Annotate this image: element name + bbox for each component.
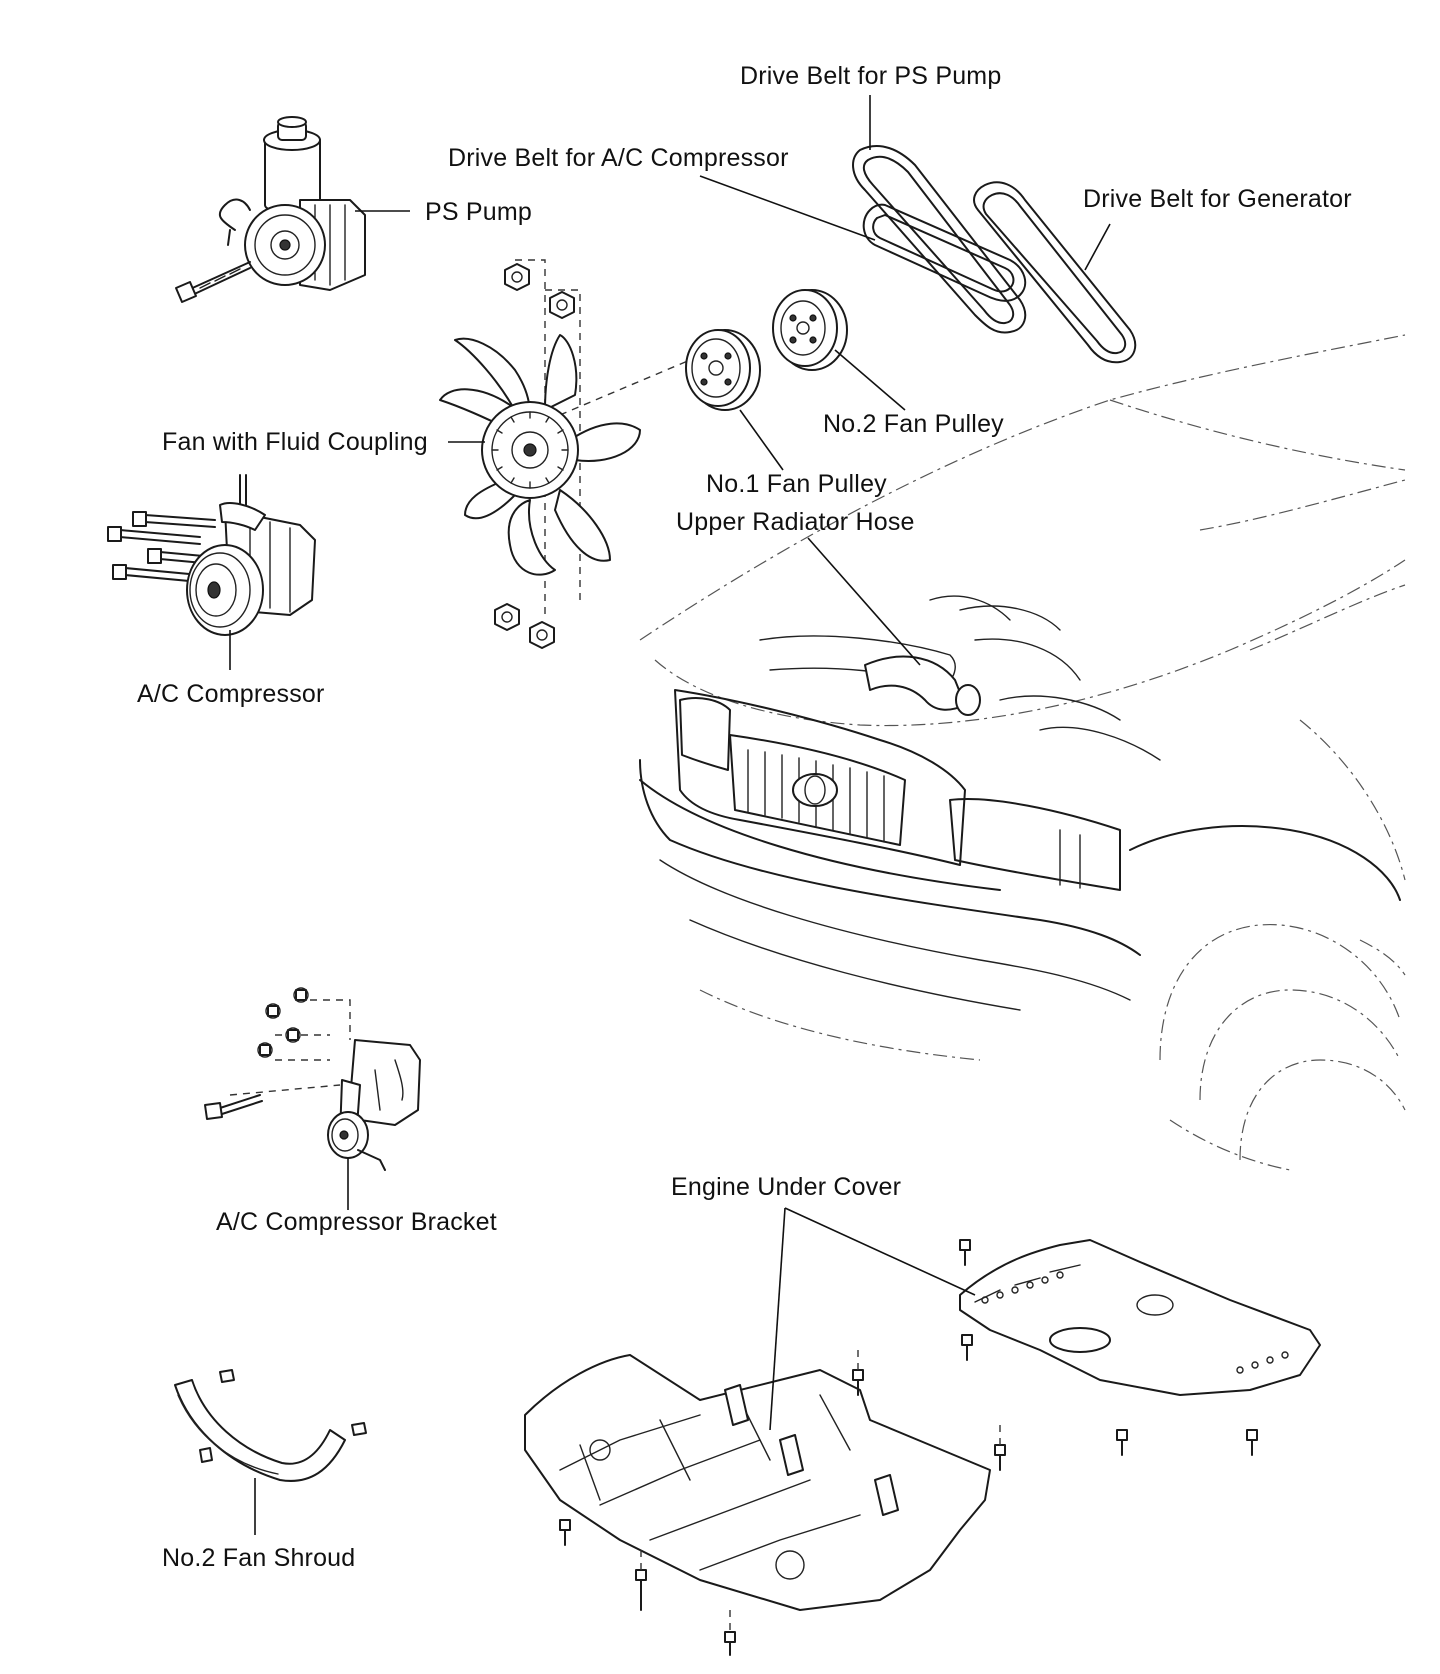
label-ac-compressor: A/C Compressor	[137, 680, 325, 708]
label-drive-belt-ps-pump: Drive Belt for PS Pump	[740, 62, 1002, 90]
label-no1-fan-pulley: No.1 Fan Pulley	[706, 470, 887, 498]
label-ps-pump: PS Pump	[425, 198, 533, 226]
ac-compressor-bracket-illustration	[204, 987, 421, 1171]
label-drive-belt-ac-compressor: Drive Belt for A/C Compressor	[448, 144, 789, 172]
label-no2-fan-pulley: No.2 Fan Pulley	[823, 410, 1004, 438]
fan-illustration	[439, 259, 691, 649]
label-upper-radiator-hose: Upper Radiator Hose	[676, 508, 915, 536]
engine-under-cover-illustration	[524, 1239, 1321, 1656]
label-fan-with-fluid-coupling: Fan with Fluid Coupling	[162, 428, 428, 456]
label-no2-fan-shroud: No.2 Fan Shroud	[162, 1544, 356, 1572]
fan-pulleys-illustration	[685, 289, 848, 411]
vehicle-front-outline	[639, 334, 1406, 1171]
ps-pump-illustration	[175, 116, 366, 303]
label-drive-belt-generator: Drive Belt for Generator	[1083, 185, 1352, 213]
label-ac-compressor-bracket: A/C Compressor Bracket	[216, 1208, 497, 1236]
no2-fan-shroud-illustration	[174, 1369, 367, 1482]
label-engine-under-cover: Engine Under Cover	[671, 1173, 902, 1201]
ac-compressor-illustration	[107, 474, 316, 636]
drive-belts	[852, 145, 1137, 364]
leader-lines	[229, 95, 1111, 1535]
